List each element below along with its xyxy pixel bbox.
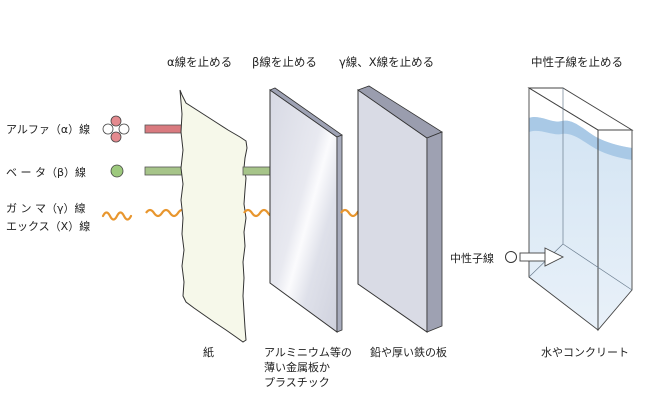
water-tank <box>527 87 634 332</box>
paper-sheet <box>179 89 248 343</box>
label-aluminum-3: プラスチック <box>264 376 330 389</box>
aluminum-plate <box>269 87 343 333</box>
label-xray: エックス（X）線 <box>6 219 90 233</box>
label-lead: 鉛や厚い鉄の板 <box>370 345 447 359</box>
header-beta: β線を止める <box>252 55 317 69</box>
gamma-wave-1 <box>145 208 187 218</box>
alpha-particle-icon <box>102 115 130 143</box>
header-neutron: 中性子線を止める <box>531 55 623 69</box>
label-alpha-ray: アルファ（α）線 <box>6 122 90 136</box>
label-aluminum-2: 薄い金属板か <box>264 360 330 374</box>
label-water: 水やコンクリート <box>541 346 629 359</box>
label-paper: 紙 <box>203 345 214 359</box>
label-aluminum-1: アルミニウム等の <box>264 345 352 359</box>
header-gamma-x: γ線、X線を止める <box>339 55 434 69</box>
gamma-wave-icon <box>101 211 133 221</box>
label-beta-ray: ベ ー タ（β）線 <box>6 165 86 179</box>
neutron-particle-icon <box>505 251 517 263</box>
neutron-arrow <box>519 247 565 267</box>
label-gamma-ray: ガ ン マ（γ）線 <box>6 201 86 215</box>
label-neutron-ray: 中性子線 <box>450 251 494 265</box>
beta-particle-icon <box>110 164 124 178</box>
header-alpha: α線を止める <box>167 55 232 69</box>
lead-plate <box>357 85 443 333</box>
